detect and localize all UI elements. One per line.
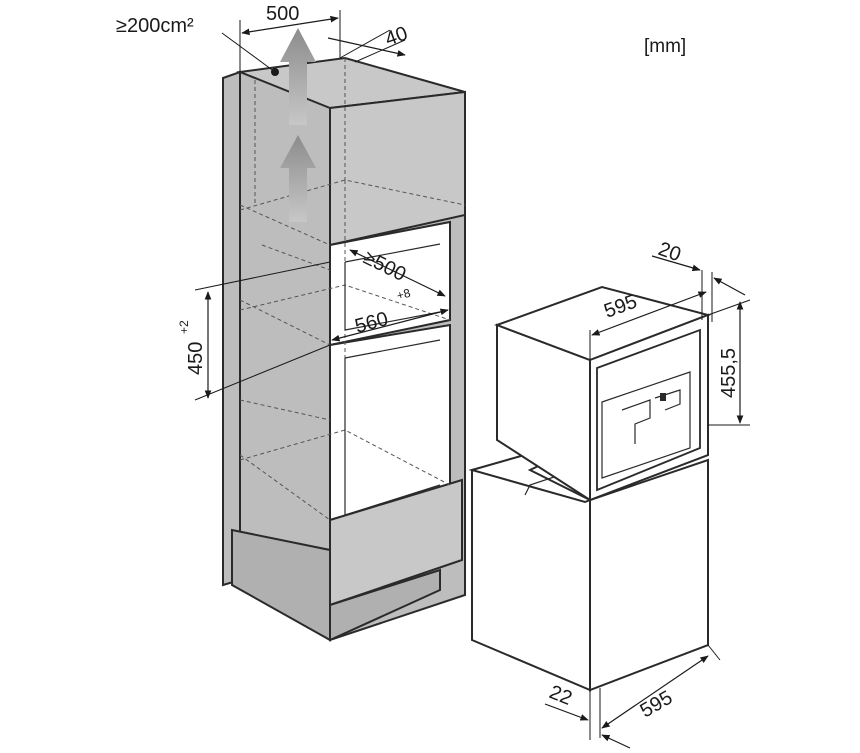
plinth-front [329,568,441,642]
base-width-value: 595 [637,687,677,723]
tall-cabinet [222,56,466,642]
appliance-front-inner [596,328,701,492]
spout-icon [660,393,666,401]
coffee-outlet-recess [601,371,691,479]
dim-top-width: 500 [239,3,341,72]
dim-niche-height: 450 +2 [177,261,331,401]
dim-front-protrusion: 22 [544,681,631,749]
ventilation-area-label: ≥200cm² [116,15,194,37]
airflow-arrow-upper [280,28,316,125]
base-unit [468,450,709,692]
base-unit-front [589,458,709,692]
dim-appliance-height: 455,5 [707,299,751,426]
airflow-arrows [280,28,316,222]
leader-dot [271,68,279,76]
unit-label: [mm] [644,36,686,57]
niche-width-tolerance: +8 [395,286,412,303]
ventilation-callout: ≥200cm² [116,15,279,76]
appliance-height-value: 455,5 [718,348,740,398]
niche-height-value: 450 [185,342,207,375]
cabinet-side-panel [222,70,241,587]
top-width-value: 500 [266,3,299,25]
panel-thickness-value: 20 [655,238,683,266]
rear-gap-value: 40 [382,22,410,50]
niche-height-tolerance: +2 [177,320,191,334]
cabinet-plinth [231,528,331,642]
airflow-arrow-lower [280,135,316,222]
upper-compartment-front [329,90,466,247]
